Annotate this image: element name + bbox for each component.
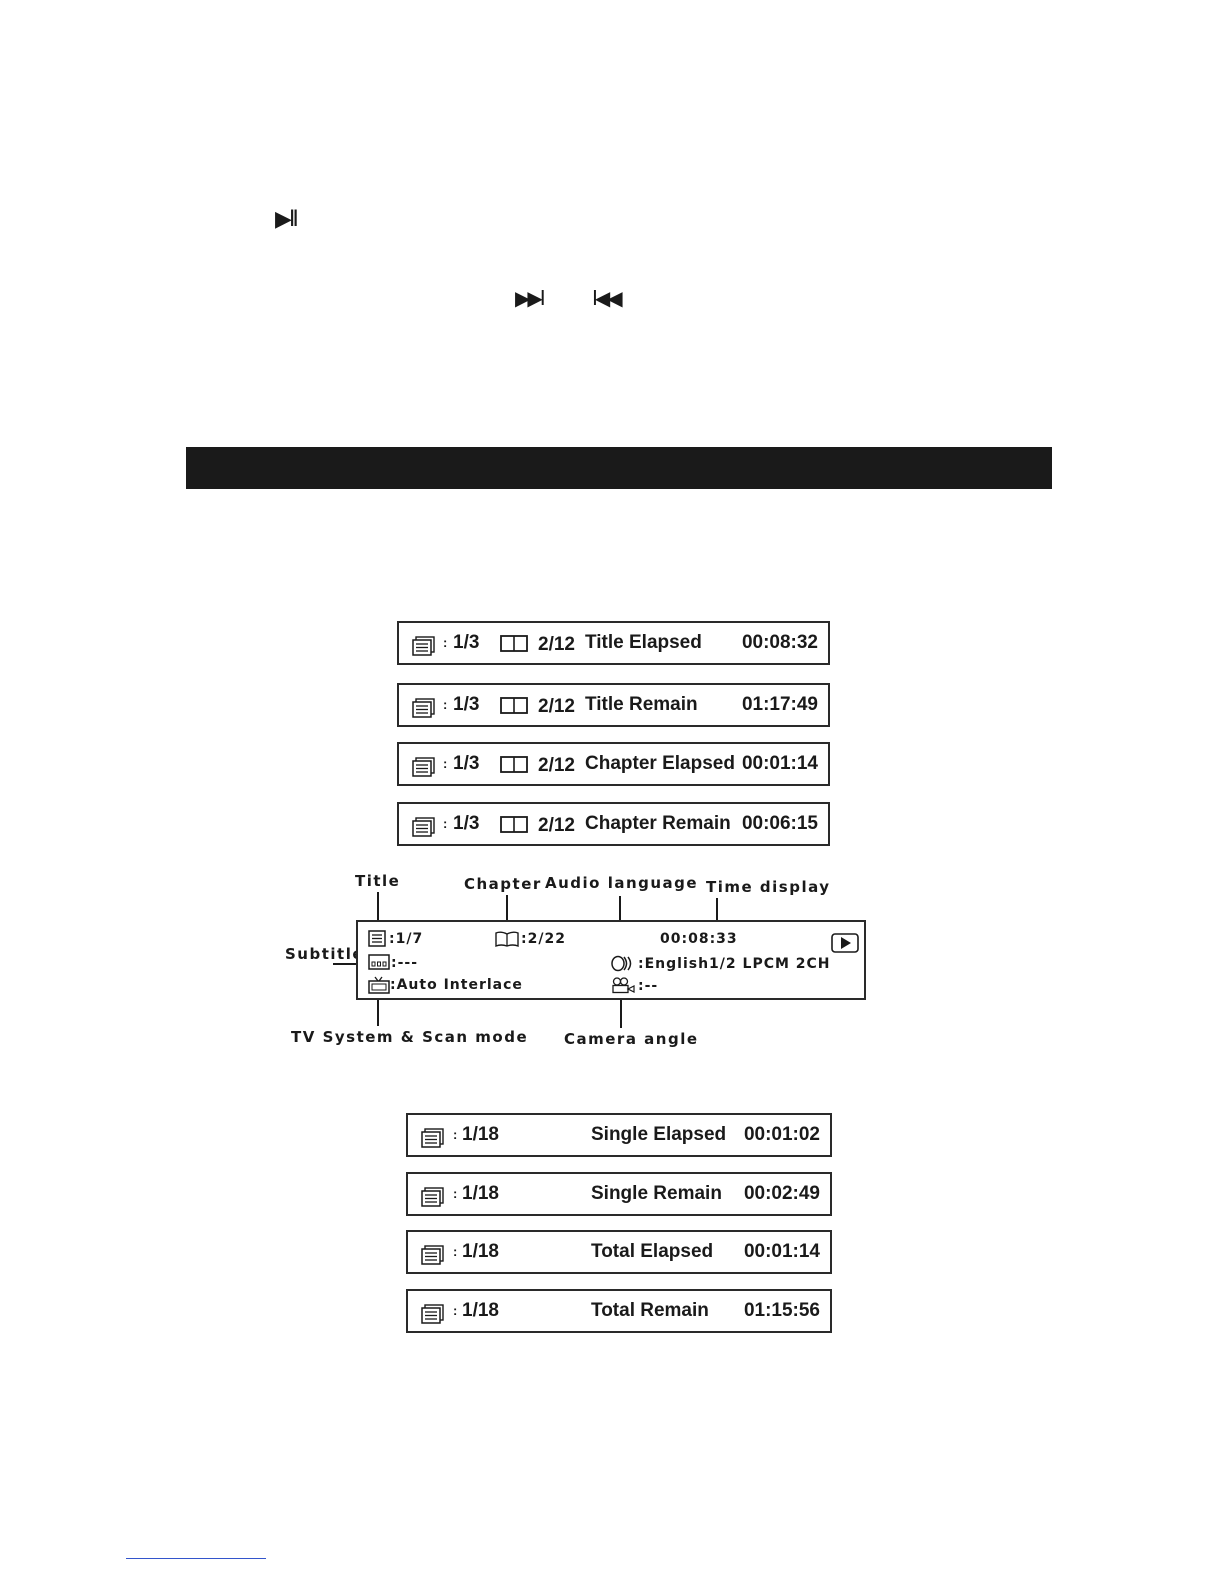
label-tv-system: TV System & Scan mode (291, 1028, 529, 1046)
chapter-icon (500, 697, 528, 715)
title-icon (412, 757, 435, 777)
colon-separator: : (453, 1127, 458, 1142)
play-pause-icon: ▶II (275, 207, 299, 232)
label-audio-language: Audio language (545, 874, 699, 892)
leader-line-subtitle (333, 963, 366, 965)
audio-language-icon (611, 955, 632, 972)
colon-separator: : (443, 816, 448, 831)
title-number: 1/3 (453, 753, 480, 774)
time-mode: Total Elapsed (591, 1241, 714, 1262)
time-value: 00:06:15 (741, 813, 818, 834)
title-number: 1/3 (453, 694, 480, 715)
chapter-icon (500, 816, 528, 834)
time-mode: Total Remain (591, 1300, 709, 1321)
cd-time-display: :1/18 Single Elapsed 00:01:02 (406, 1113, 832, 1157)
leader-line-chapter (506, 895, 508, 929)
footer-rule (126, 1558, 266, 1559)
tv-system-icon (368, 976, 390, 994)
time-mode: Single Elapsed (591, 1124, 727, 1145)
leader-line-tv (377, 992, 379, 1026)
cd-time-display: :1/18 Single Remain 00:02:49 (406, 1172, 832, 1216)
time-value: 01:17:49 (741, 694, 818, 715)
dvd-time-display: :1/3 2/12 Title Elapsed 00:08:32 (397, 621, 830, 665)
info-tv-value: :Auto Interlace (390, 977, 523, 993)
chapter-number: 2/12 (538, 634, 575, 655)
info-chapter-value: :2/22 (521, 931, 566, 947)
previous-icon: I◀◀ (592, 286, 623, 310)
time-mode: Title Elapsed (585, 632, 702, 653)
play-status-icon (831, 933, 859, 953)
colon-separator: : (443, 756, 448, 771)
track-number: 1/18 (462, 1241, 499, 1262)
leader-line-title (377, 892, 379, 930)
label-subtitle: Subtitle (285, 945, 365, 963)
label-camera-angle: Camera angle (564, 1030, 699, 1048)
time-mode: Chapter Elapsed (585, 753, 735, 774)
chapter-number: 2/12 (538, 755, 575, 776)
label-chapter: Chapter (464, 875, 542, 893)
time-value: 01:15:56 (743, 1300, 820, 1321)
time-mode: Single Remain (591, 1183, 722, 1204)
dvd-time-display: :1/3 2/12 Title Remain 01:17:49 (397, 683, 830, 727)
title-number: 1/3 (453, 813, 480, 834)
time-value: 00:01:14 (743, 1241, 820, 1262)
chapter-icon (500, 635, 528, 653)
track-icon (421, 1128, 444, 1148)
time-value: 00:01:02 (743, 1124, 820, 1145)
title-icon (412, 636, 435, 656)
label-title: Title (355, 872, 401, 890)
info-audio-value: :English1/2 LPCM 2CH (638, 956, 831, 972)
colon-separator: : (453, 1244, 458, 1259)
leader-line-time (716, 898, 718, 928)
dvd-time-display: :1/3 2/12 Chapter Remain 00:06:15 (397, 802, 830, 846)
time-value: 00:01:14 (741, 753, 818, 774)
info-time-value: 00:08:33 (660, 931, 738, 947)
chapter-number: 2/12 (538, 696, 575, 717)
info-subtitle-value: :--- (391, 955, 419, 971)
track-icon (421, 1304, 444, 1324)
section-header-bar (186, 447, 1052, 489)
time-value: 00:08:32 (741, 632, 818, 653)
dvd-time-display: :1/3 2/12 Chapter Elapsed 00:01:14 (397, 742, 830, 786)
cd-time-display: :1/18 Total Elapsed 00:01:14 (406, 1230, 832, 1274)
colon-separator: : (443, 635, 448, 650)
title-icon (368, 930, 386, 947)
title-icon (412, 698, 435, 718)
track-number: 1/18 (462, 1300, 499, 1321)
info-title-value: :1/7 (389, 931, 424, 947)
track-icon (421, 1245, 444, 1265)
chapter-icon (495, 931, 519, 948)
chapter-number: 2/12 (538, 815, 575, 836)
title-icon (412, 817, 435, 837)
time-value: 00:02:49 (743, 1183, 820, 1204)
subtitle-icon (368, 954, 390, 970)
label-time-display: Time display (706, 878, 831, 896)
info-panel: :1/7 :2/22 00:08:33 :--- :English1/2 LPC… (356, 920, 866, 1000)
time-mode: Title Remain (585, 694, 698, 715)
next-icon: ▶▶I (515, 286, 546, 310)
track-number: 1/18 (462, 1183, 499, 1204)
camera-angle-icon (612, 977, 635, 994)
colon-separator: : (443, 697, 448, 712)
track-number: 1/18 (462, 1124, 499, 1145)
colon-separator: : (453, 1303, 458, 1318)
cd-time-display: :1/18 Total Remain 01:15:56 (406, 1289, 832, 1333)
time-mode: Chapter Remain (585, 813, 731, 834)
title-number: 1/3 (453, 632, 480, 653)
colon-separator: : (453, 1186, 458, 1201)
chapter-icon (500, 756, 528, 774)
leader-line-angle (620, 994, 622, 1028)
info-angle-value: :-- (638, 978, 659, 994)
track-icon (421, 1187, 444, 1207)
